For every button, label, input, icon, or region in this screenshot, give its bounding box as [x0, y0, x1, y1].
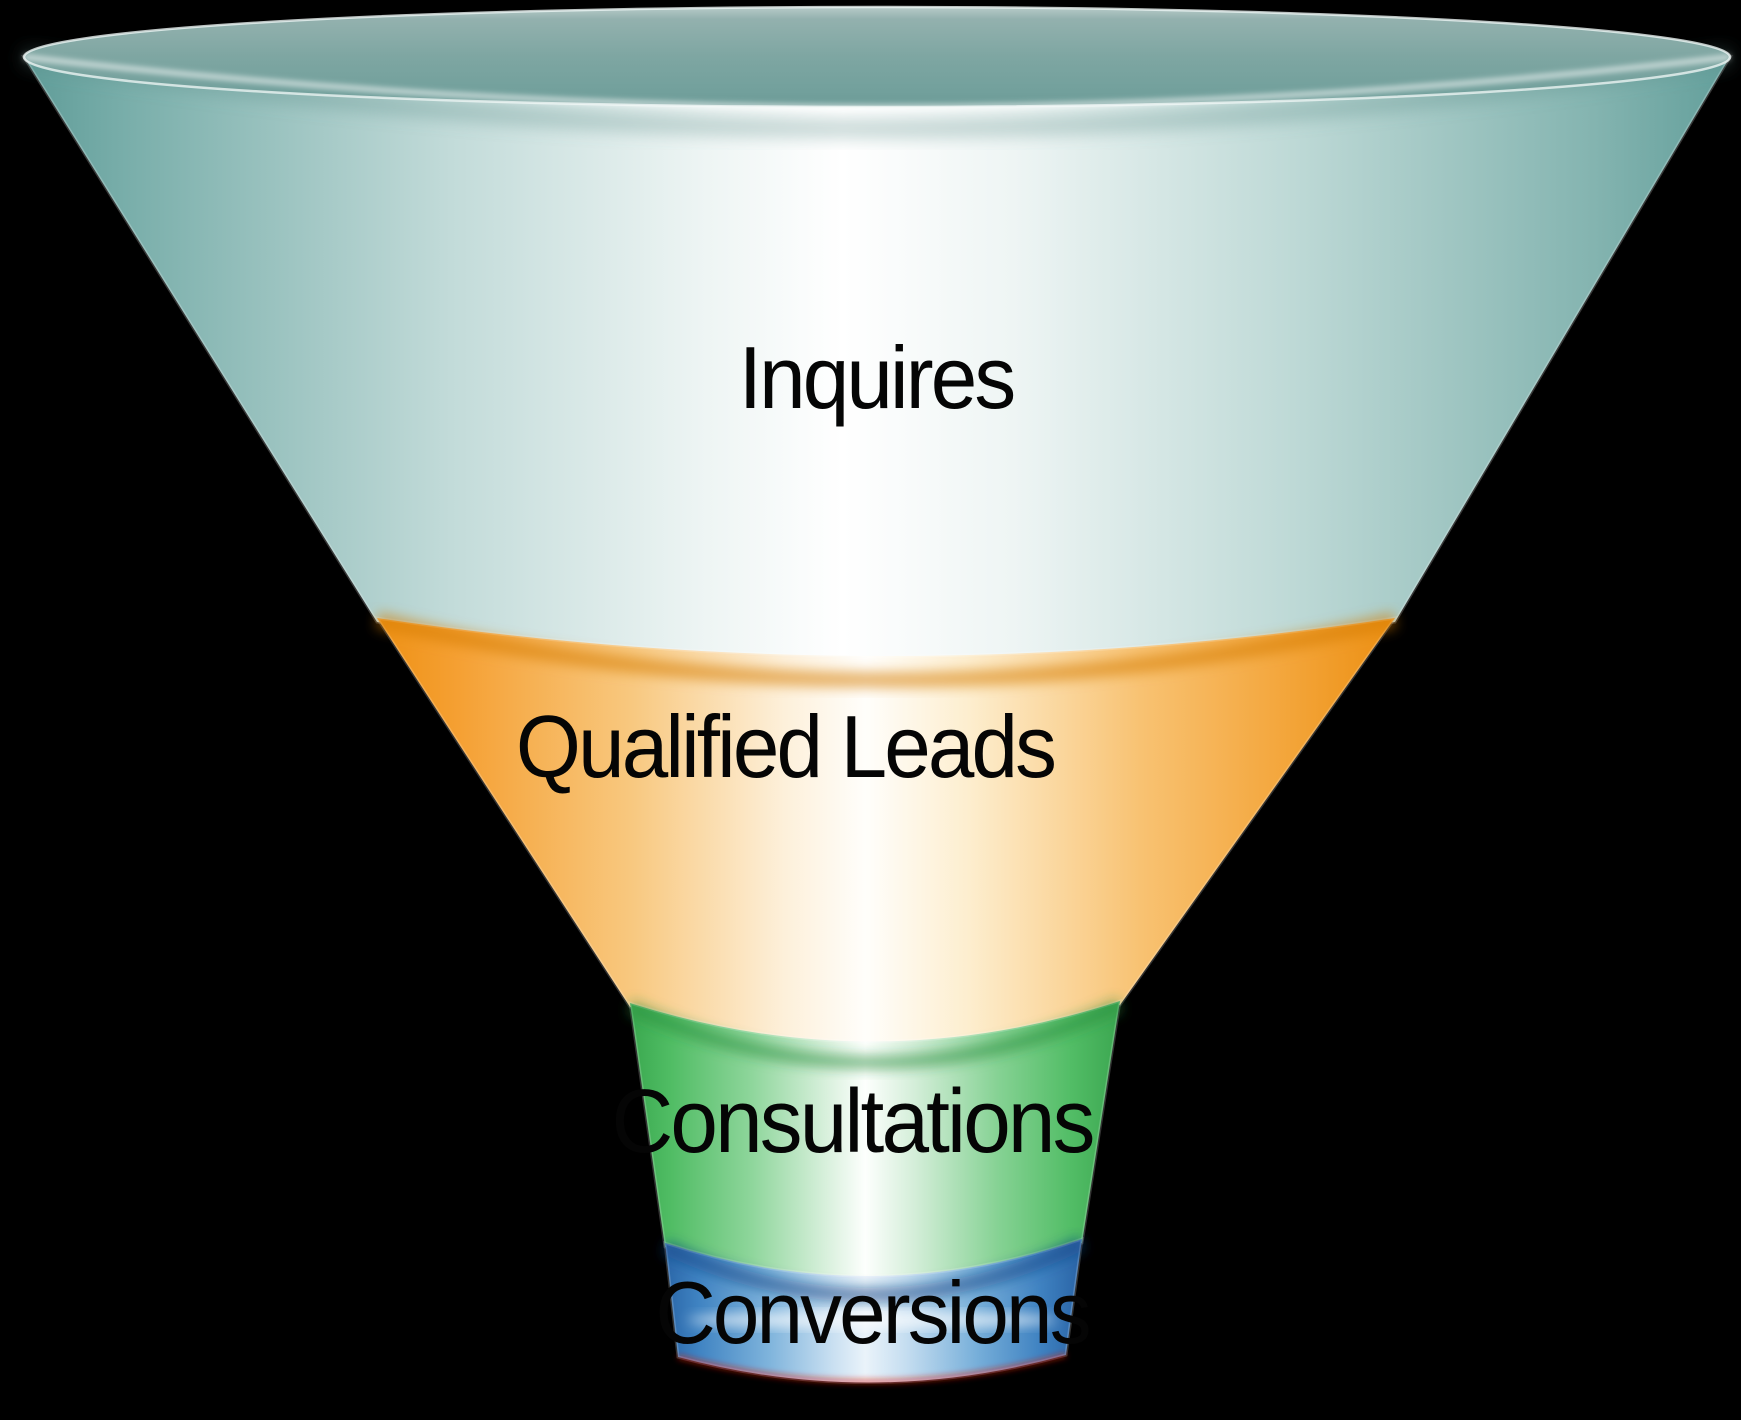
stage-label-qualified-leads: Qualified Leads: [515, 697, 1057, 796]
conversions-glass-stripe: [687, 1312, 1057, 1328]
stage-label-inquires: Inquires: [738, 328, 1016, 427]
consultations-lip-shadow: [627, 998, 1123, 1070]
stage-label-conversions: Conversions: [655, 1263, 1091, 1362]
conversions-bottom-red-fringe: [677, 1352, 1067, 1384]
stage-label-consultations: Consultations: [611, 1072, 1095, 1172]
funnel-stage-inquires: [21, 5, 1733, 662]
funnel-mouth-front-highlight: [23, 54, 1731, 110]
funnel-stage-conversions: [662, 1236, 1086, 1384]
conversions-lip-shadow: [662, 1236, 1086, 1302]
qualified-leads-lip-shadow: [375, 612, 1397, 688]
funnel-stage-qualified-leads: [373, 612, 1399, 1045]
funnel-mouth-ellipse: [22, 5, 1732, 109]
